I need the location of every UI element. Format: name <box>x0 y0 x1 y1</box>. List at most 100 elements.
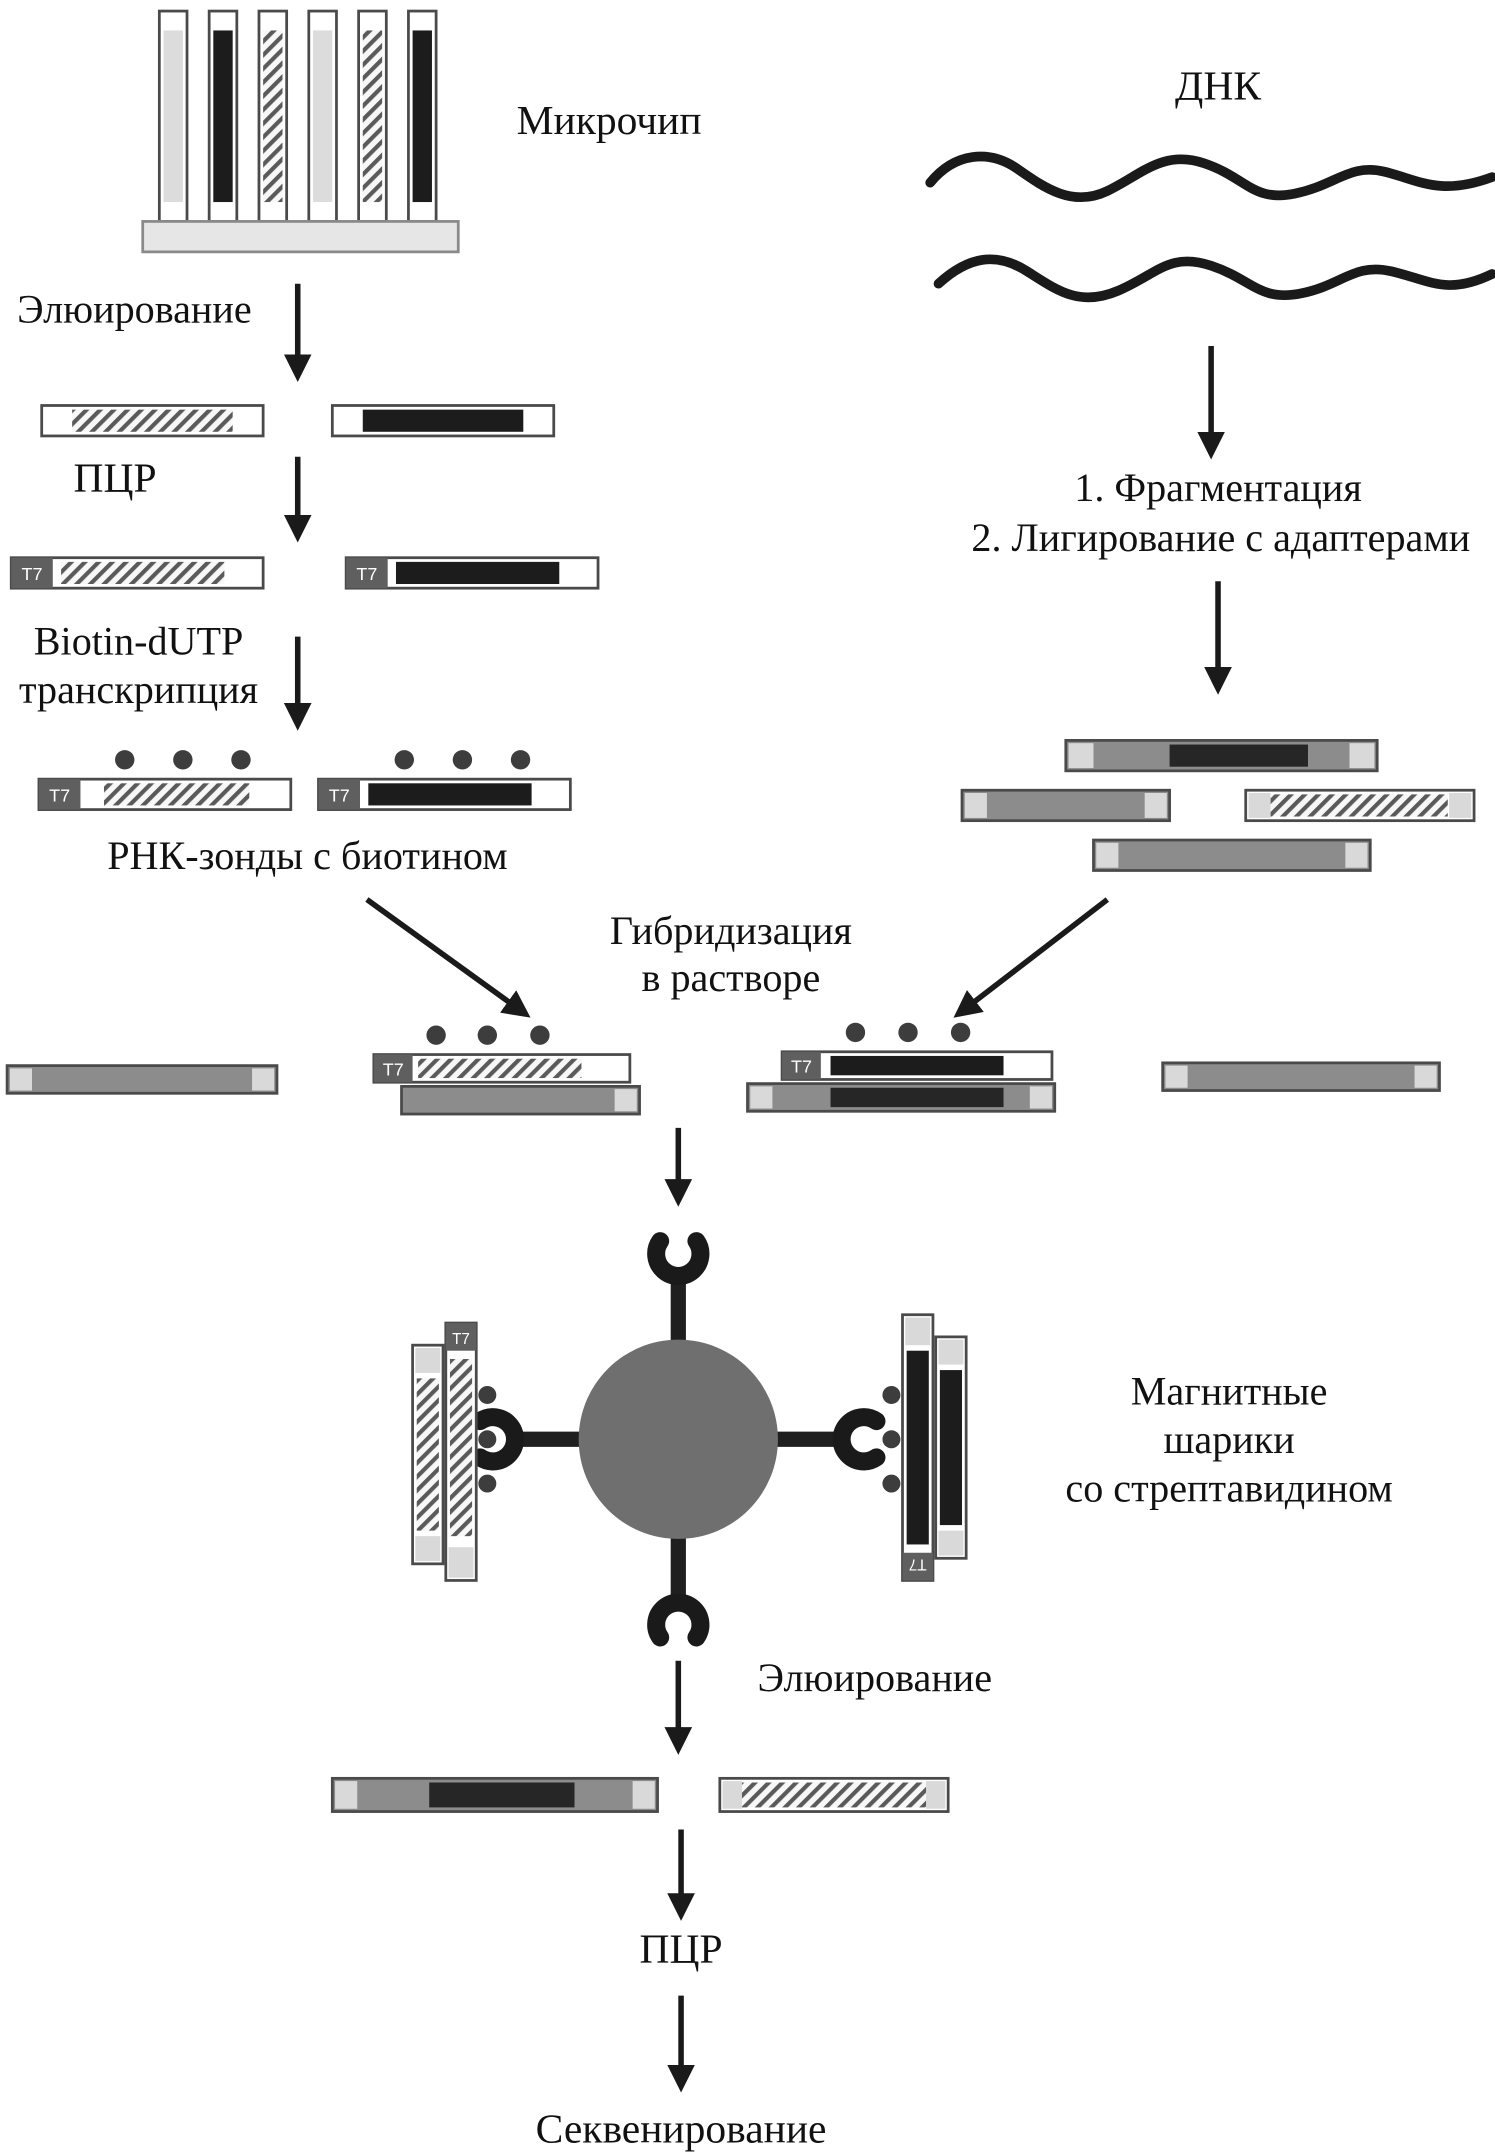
biotin-probe-hatched: T7 <box>37 750 293 811</box>
biotin-dot <box>898 1022 918 1043</box>
bar-fill <box>412 30 432 203</box>
ligation-label: 2. Лигирование с адаптерами <box>971 515 1470 560</box>
beads-label-line3: со стрептавидином <box>1065 1466 1392 1511</box>
biotin-dot <box>115 750 135 770</box>
bar-fill <box>213 30 233 203</box>
bar-fill <box>103 783 250 806</box>
bar-fill <box>362 409 524 432</box>
t7-label: T7 <box>452 1331 470 1348</box>
adapter-cap <box>335 1781 358 1809</box>
beads-label-line1: Магнитные <box>1131 1369 1328 1414</box>
eluted-probe-black <box>330 404 556 438</box>
elution-left-label: Элюирование <box>17 286 252 331</box>
pcr-bottom-label: ПЦР <box>640 1925 723 1971</box>
adapter-cap <box>750 1086 773 1109</box>
t7-label: T7 <box>791 1057 812 1077</box>
t7-probe-hatched: T7 <box>9 556 265 590</box>
biotin-label-line1: Biotin-dUTP <box>34 619 244 664</box>
arrow-probes-to-mix <box>365 897 531 1018</box>
adapter-cap <box>1449 792 1472 818</box>
microarray-bar <box>407 9 438 223</box>
magnetic-bead <box>578 1339 778 1539</box>
biotin-dot <box>478 1430 497 1449</box>
biotin-dot <box>510 750 531 770</box>
bar-fill <box>429 1782 575 1808</box>
bar-fill <box>368 783 532 806</box>
biotin-dot <box>950 1022 971 1043</box>
dna-label: ДНК <box>1175 63 1261 109</box>
microarray <box>141 9 460 254</box>
hybridization-label-line2: в растворе <box>641 955 820 1000</box>
t7-label: T7 <box>909 1556 927 1573</box>
bar-fill <box>830 1055 1004 1076</box>
t7-label: T7 <box>49 785 70 805</box>
biotin-dot <box>530 1025 550 1045</box>
captured-duplex-black: T7 <box>882 1313 968 1582</box>
biotin-dot <box>882 1474 901 1493</box>
t7-label: T7 <box>356 564 377 584</box>
adapter-cap <box>964 792 987 818</box>
bar-fill <box>906 1350 929 1545</box>
adapter-cap <box>1414 1065 1437 1088</box>
microarray-bar <box>207 9 239 223</box>
adapter-cap <box>1029 1086 1052 1109</box>
t7-box <box>38 779 81 810</box>
eluted-probe-hatched <box>40 404 265 438</box>
adapter-cap <box>1345 842 1368 868</box>
streptavidin-icon <box>832 1408 886 1471</box>
adapter-cap <box>905 1317 931 1346</box>
adapter-cap <box>1165 1065 1188 1088</box>
microarray-bar <box>357 9 388 223</box>
pcr-left-label: ПЦР <box>74 454 157 500</box>
adapter-cap <box>722 1781 742 1809</box>
biotin-dot <box>478 1474 497 1493</box>
dna-strands <box>925 151 1495 303</box>
biotin-probe-black: T7 <box>317 750 572 811</box>
captured-fragment-hatched <box>718 1776 950 1813</box>
adapter-cap <box>415 1347 441 1373</box>
microarray-bar <box>157 9 189 223</box>
biotin-dot <box>845 1022 866 1043</box>
t7-probe-black: T7 <box>344 556 600 590</box>
biotin-label-line2: транскрипция <box>19 667 258 712</box>
t7-box <box>318 779 361 810</box>
arrow-fragments-to-mix <box>953 897 1110 1018</box>
microarray-bar <box>307 9 338 223</box>
microarray-base <box>141 220 460 254</box>
bar-fill <box>362 30 383 203</box>
microarray-bar <box>257 9 289 223</box>
elution-bottom-label: Элюирование <box>758 1655 993 1700</box>
dna-strand <box>933 254 1495 303</box>
fragment-gray <box>1092 838 1372 872</box>
biotin-dot <box>426 1025 446 1045</box>
unbound-fragment-left <box>5 1064 279 1095</box>
adapter-cap <box>632 1781 655 1809</box>
fragment-gray <box>960 788 1171 823</box>
bar-fill <box>163 30 183 203</box>
biotin-dot <box>478 1385 497 1404</box>
captured-fragment-dark <box>330 1776 659 1813</box>
bar-fill <box>263 30 283 203</box>
target-strand <box>400 1084 641 1116</box>
adapter-cap <box>1096 842 1119 868</box>
bar-fill <box>1270 794 1448 817</box>
bar-fill <box>418 1058 582 1079</box>
dna-strand <box>925 151 1495 203</box>
hybrid-duplex-hatched: T7 <box>372 1025 641 1116</box>
bar-fill <box>830 1087 1004 1108</box>
adapter-cap <box>926 1781 946 1809</box>
biotin-dot <box>477 1025 498 1045</box>
fragment-target-dark <box>1064 739 1379 773</box>
bar-fill <box>416 1378 439 1531</box>
adapter-cap <box>9 1068 33 1091</box>
sequencing-label: Секвенирование <box>536 2105 827 2151</box>
t7-label: T7 <box>22 564 43 584</box>
adapter-cap <box>448 1547 474 1578</box>
t7-box <box>11 557 53 589</box>
bar-fill <box>1169 744 1308 767</box>
t7-label: T7 <box>383 1059 404 1079</box>
fragment-target-hatched <box>1244 788 1476 823</box>
adapter-cap <box>1248 792 1271 818</box>
biotin-dot <box>882 1385 901 1404</box>
